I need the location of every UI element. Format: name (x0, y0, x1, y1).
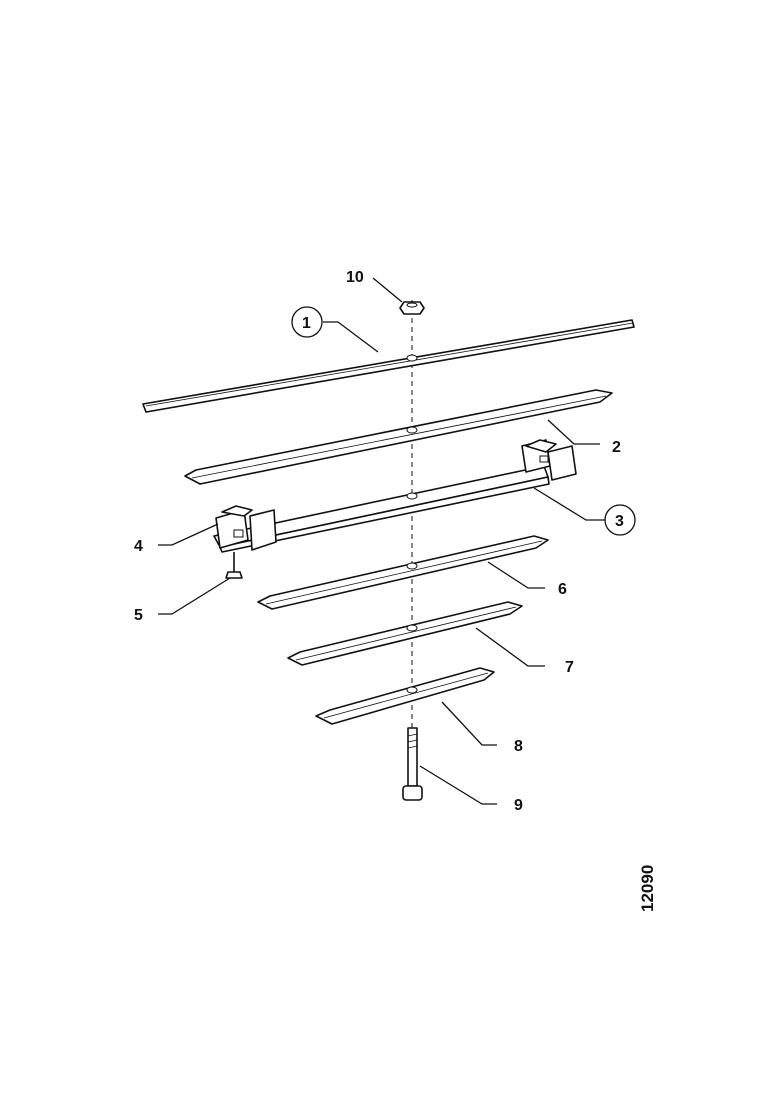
leader-8 (441, 701, 497, 746)
leader-5 (158, 577, 231, 615)
callout-6: 6 (558, 581, 567, 598)
callout-1-circle (291, 306, 323, 338)
callout-4: 4 (134, 538, 143, 555)
leader-6 (487, 561, 545, 589)
part-1-top-leaf (142, 319, 635, 413)
callout-7: 7 (565, 659, 574, 676)
leader-lines (158, 277, 605, 805)
leader-9 (419, 765, 497, 805)
part-8-leaf (315, 667, 495, 725)
part-7-leaf (287, 601, 523, 666)
part-3-frame (213, 439, 577, 553)
callout-1: 1 (302, 315, 311, 332)
callout-5: 5 (134, 607, 143, 624)
leader-7 (475, 627, 545, 667)
right-bracket (521, 439, 577, 481)
callout-3-circle (604, 504, 636, 536)
leader-1 (323, 321, 379, 353)
callout-3: 3 (615, 513, 624, 530)
callout-2: 2 (612, 439, 621, 456)
leader-4 (158, 523, 219, 546)
leader-10 (372, 277, 403, 303)
leader-3 (533, 487, 605, 521)
left-bracket (215, 505, 277, 551)
part-2-leaf (184, 389, 613, 485)
leader-2 (547, 419, 600, 445)
part-5-screw (225, 552, 243, 579)
part-9-bolt (402, 727, 423, 801)
callout-9: 9 (514, 797, 523, 814)
callout-8: 8 (514, 738, 523, 755)
part-6-leaf (257, 535, 549, 610)
part-10-nut (399, 301, 425, 315)
drawing-number: 12090 (638, 865, 657, 912)
callout-10: 10 (346, 269, 364, 286)
